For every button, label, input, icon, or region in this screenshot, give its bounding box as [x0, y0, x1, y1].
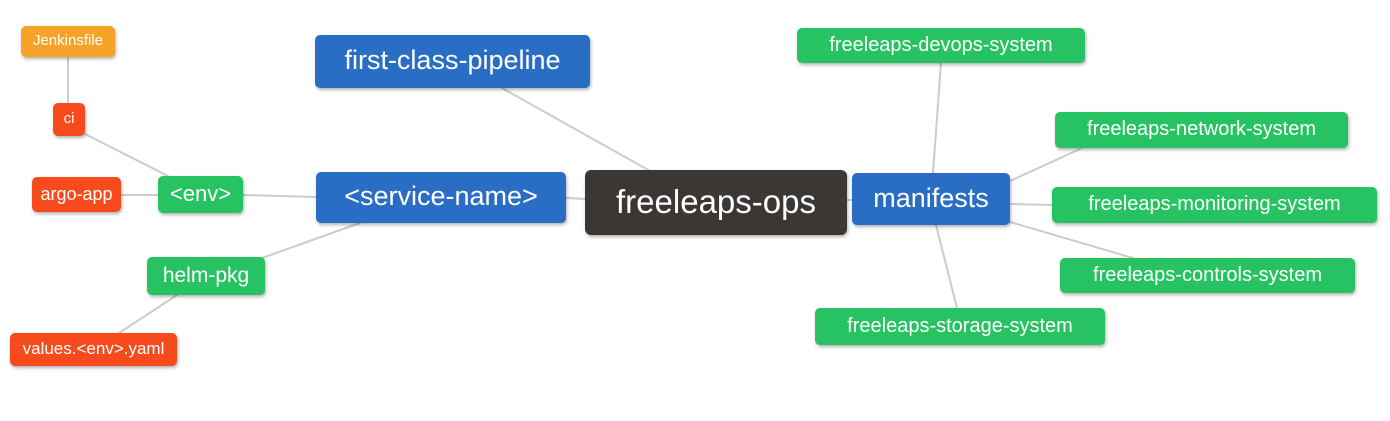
node-freeleaps-ops-label: freeleaps-ops [616, 183, 816, 220]
node-argo-app[interactable]: argo-app [32, 177, 121, 212]
node-env-label: <env> [169, 180, 232, 206]
edge-manifests-storage [935, 224, 958, 309]
node-values-env-yaml-label: values.<env>.yaml [22, 339, 165, 358]
node-values-env-yaml[interactable]: values.<env>.yaml [10, 333, 177, 366]
node-manifests[interactable]: manifests [852, 173, 1010, 225]
node-manifests-label: manifests [873, 182, 989, 213]
node-service-name-label: <service-name> [344, 181, 538, 211]
node-jenkinsfile-label: Jenkinsfile [32, 32, 104, 49]
edge-env-service-name [242, 194, 317, 198]
node-freeleaps-network-system-label: freeleaps-network-system [1087, 118, 1316, 140]
edge-manifests-network [1009, 148, 1081, 182]
edge-service-freeleaps-ops [565, 197, 587, 200]
node-service-name[interactable]: <service-name> [316, 172, 566, 223]
edge-values-helm-pkg [118, 294, 178, 334]
edge-ci-env [84, 133, 169, 177]
node-first-class-pipeline[interactable]: first-class-pipeline [315, 35, 590, 88]
node-helm-pkg[interactable]: helm-pkg [147, 257, 265, 295]
edge-helm-pkg-service-name [261, 222, 361, 259]
node-ci-label: ci [63, 110, 75, 127]
node-freeleaps-storage-system[interactable]: freeleaps-storage-system [815, 308, 1105, 345]
edge-manifests-monitoring [1009, 203, 1053, 206]
node-jenkinsfile[interactable]: Jenkinsfile [21, 26, 115, 57]
node-freeleaps-network-system[interactable]: freeleaps-network-system [1055, 112, 1348, 148]
node-first-class-pipeline-label: first-class-pipeline [344, 45, 561, 75]
node-ci[interactable]: ci [53, 103, 85, 136]
node-freeleaps-devops-system-label: freeleaps-devops-system [829, 33, 1053, 56]
node-env[interactable]: <env> [158, 176, 243, 213]
node-argo-app-label: argo-app [40, 183, 113, 204]
node-freeleaps-controls-system[interactable]: freeleaps-controls-system [1060, 258, 1355, 293]
node-freeleaps-monitoring-system-label: freeleaps-monitoring-system [1088, 193, 1341, 215]
node-freeleaps-ops[interactable]: freeleaps-ops [585, 170, 847, 235]
node-freeleaps-controls-system-label: freeleaps-controls-system [1093, 263, 1322, 286]
node-helm-pkg-label: helm-pkg [162, 263, 250, 287]
node-freeleaps-monitoring-system[interactable]: freeleaps-monitoring-system [1052, 187, 1377, 223]
edge-pipeline-freeleaps-ops [501, 87, 651, 172]
edge-manifests-devops [932, 62, 942, 174]
node-freeleaps-devops-system[interactable]: freeleaps-devops-system [797, 28, 1085, 63]
edge-manifests-controls [1009, 221, 1134, 259]
node-freeleaps-storage-system-label: freeleaps-storage-system [847, 314, 1073, 337]
